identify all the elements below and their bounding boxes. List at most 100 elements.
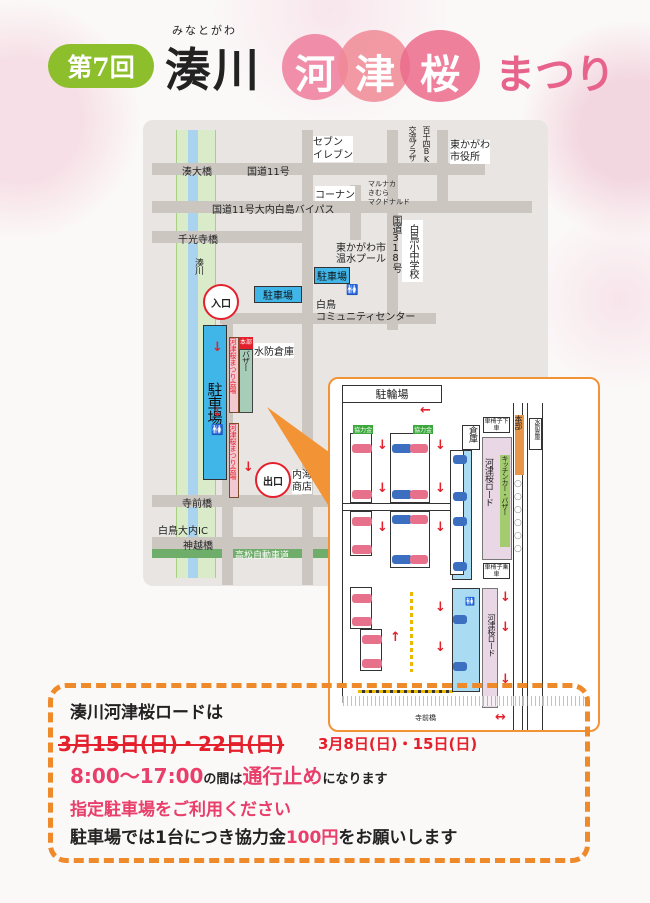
label-minato-ohashi: 湊大橋: [182, 167, 212, 178]
kyoryokukin-sign: 協力金: [413, 425, 434, 434]
parking-row: [450, 450, 464, 575]
text: の間は: [203, 772, 243, 787]
label-kamigoe: 神越橋: [183, 541, 213, 552]
road-route11: [152, 163, 485, 175]
road-bypass: [152, 201, 532, 213]
label-pool: 東かがわ市 温水プール: [336, 243, 386, 265]
label-minatogawa: 湊川: [193, 258, 203, 274]
kawazu-road-south: 河津桜ロード: [482, 588, 498, 708]
arrow-down-icon: ↓: [435, 520, 446, 535]
parking-row: [350, 587, 372, 629]
car-icon: [352, 545, 372, 554]
parking-row: [360, 629, 382, 671]
callout-pointer: [267, 407, 333, 513]
title-blob: [400, 30, 480, 102]
lot-outline: [342, 403, 452, 703]
river-wave: [340, 696, 590, 706]
label-114-bank: 百十四BK: [422, 126, 431, 163]
closed-text: 通行止め: [242, 764, 323, 788]
road: [302, 130, 313, 585]
arrow-down-icon: ↓: [243, 460, 254, 475]
road-route318: [387, 130, 398, 330]
edition-badge: 第7回: [48, 44, 154, 88]
car-icon: [453, 517, 467, 526]
arrow-down-icon: ↓: [435, 640, 446, 655]
road-lane: [527, 403, 543, 730]
honbu-marker: 本部: [239, 337, 253, 349]
restroom-icon: 🚻: [346, 285, 359, 296]
kawazu-road-label: 河津桜ロード: [483, 458, 493, 506]
time-range: 8:00〜17:00: [70, 764, 204, 788]
label-teramae: 寺前橋: [182, 499, 212, 510]
title-sakura: 桜: [420, 51, 460, 98]
kitchen-car-bazaar: キッチンカー・バザー: [500, 455, 510, 547]
car-icon: [453, 562, 467, 571]
notice-time-line: 8:00〜17:00の間は通行止めになります: [70, 760, 387, 789]
label-city-hall: 東かがわ市役所: [450, 140, 490, 164]
title-blob: [338, 30, 410, 102]
parking-row: [390, 433, 430, 503]
car-icon: [453, 615, 467, 624]
title-matsuri: まつり: [495, 52, 615, 98]
restroom-icon: 🚻: [211, 425, 224, 436]
tent-icons: ○○○○○○: [514, 479, 522, 554]
label-senkoji: 千光寺橋: [178, 235, 218, 246]
car-icon: [392, 515, 412, 524]
car-icon: [362, 659, 382, 668]
arrow-down-icon: ↓: [212, 340, 223, 355]
arrow-down-icon: ↓: [377, 520, 388, 535]
label-marunaka: マルナカ きむら マクドナルド: [368, 180, 410, 206]
arrow-left-icon: ←: [420, 403, 431, 418]
honbu: 本部: [514, 415, 524, 475]
title-blob: [282, 34, 348, 100]
bazaar-area: バザー: [239, 349, 253, 413]
label-bypass: 国道11号大内白島バイパス: [212, 205, 335, 216]
road-lane: [513, 403, 523, 730]
wheelchair-pickup: 車椅子乗車: [483, 563, 510, 579]
kyoryokukin-sign: 協力金: [353, 425, 374, 434]
notice-box: [48, 683, 590, 863]
road-kamigoe: [152, 537, 328, 549]
road-teramae: [152, 495, 328, 507]
walkway: [342, 503, 452, 511]
new-dates: 3月8日(日)・15日(日): [318, 735, 478, 753]
text: をお願いします: [338, 828, 458, 848]
lane-divider: [410, 592, 413, 672]
arrow-down-icon: ↓: [377, 438, 388, 453]
car-icon: [352, 617, 372, 626]
bicycle-parking: 駐輪場: [342, 385, 442, 403]
venue-south: 河津桜まつり会場: [229, 423, 239, 498]
car-icon: [453, 662, 467, 671]
arrow-down-icon: ↓: [500, 590, 511, 605]
arrow-down-icon: ↓: [500, 620, 511, 635]
parking-row: [350, 511, 372, 556]
title-ruby: みなとがわ: [172, 24, 237, 37]
arrow-down-icon: ↓: [435, 438, 446, 453]
main-parking: 駐車場: [203, 325, 227, 480]
venue-north: 河津桜まつり会場: [229, 337, 239, 413]
title-kawa: 河: [295, 51, 335, 98]
car-icon: [362, 635, 382, 644]
road: [437, 130, 448, 210]
car-icon: [410, 515, 428, 524]
label-route11: 国道11号: [247, 167, 290, 178]
car-icon: [392, 490, 412, 499]
inset-teramae: 寺前橋: [415, 714, 436, 722]
arrow-up-icon: ↑: [390, 630, 401, 645]
car-icon: [410, 444, 428, 453]
parking-row: [390, 511, 430, 568]
road: [350, 185, 361, 240]
label-seven-eleven: セブン イレブン: [313, 136, 353, 162]
label-koryu-plaza: 交流プラザ: [408, 126, 417, 161]
fee: 100円: [285, 828, 339, 848]
arrow-down-icon: ↓: [500, 672, 511, 687]
road-expressway: [152, 549, 328, 558]
exit-bubble: 出口: [255, 462, 291, 498]
kawazu-road-label: 河津桜ロード: [487, 614, 496, 656]
text: 駐車場では1台につき協力金: [70, 828, 286, 848]
river: [188, 130, 198, 578]
main-parking-label: 駐車場: [205, 381, 224, 424]
label-expressway: 高松自動車道: [235, 551, 290, 561]
entrance-bubble: 入口: [203, 284, 239, 320]
notice-line3: 指定駐車場をご利用ください: [70, 800, 291, 820]
